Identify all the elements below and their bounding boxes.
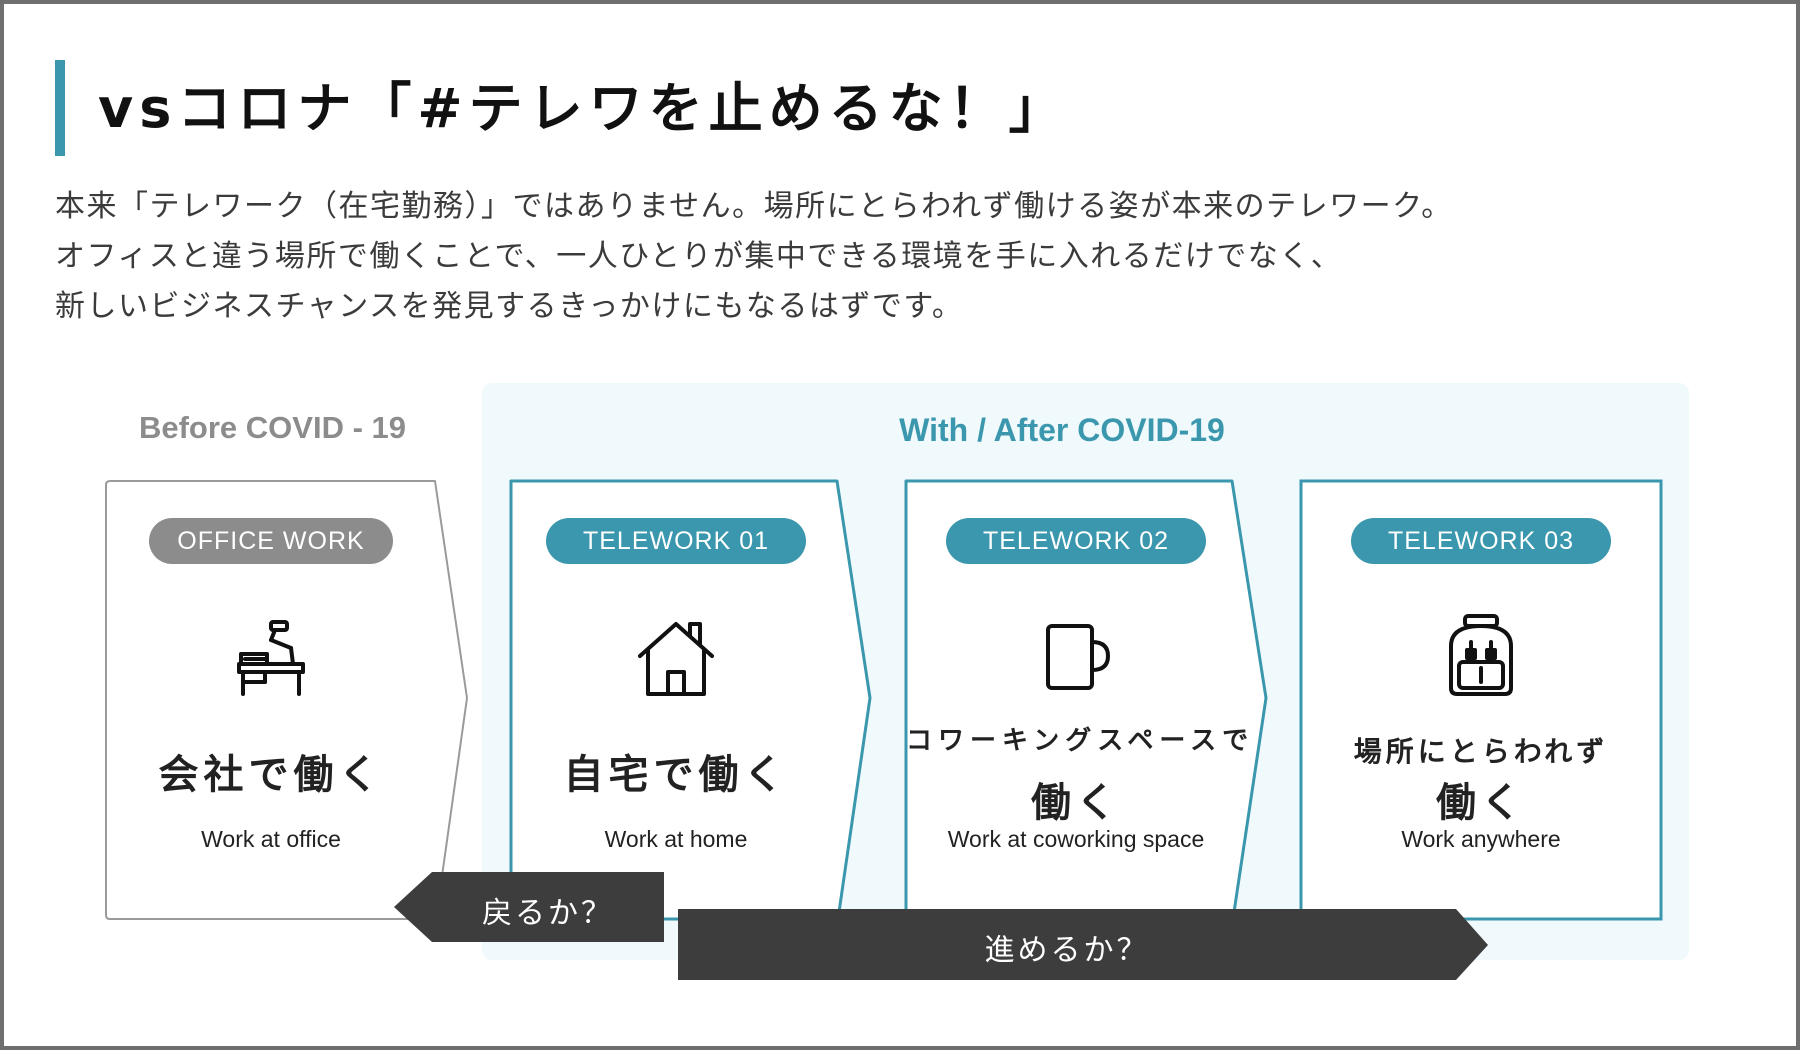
card-subtitle-en: Work at coworking space [947,826,1205,852]
intro-text: 本来「テレワーク（在宅勤務）」ではありません。場所にとらわれず働ける姿が本来のテ… [55,182,1735,332]
intro-line: 新しいビジネスチャンスを発見するきっかけにもなるはずです。 [55,289,964,324]
mug-icon [1036,618,1116,702]
card-title-jp-line1: コワーキングスペースで [906,726,1255,756]
card-telework-01: TELEWORK 01 自宅で働く Work at home [511,480,841,920]
house-icon [636,618,716,702]
forward-arrow-label: 進めるか？ [984,933,1150,968]
back-arrow-label: 戻るか？ [482,896,614,931]
telework-01-badge: TELEWORK 01 [546,518,806,564]
card-subtitle-en: Work at office [201,826,341,852]
card-title-jp-line2: 働く [1436,780,1526,826]
office-work-badge: OFFICE WORK [149,518,393,564]
card-title-jp-line2: 働く [1031,780,1121,826]
back-arrow-shape [394,872,664,942]
forward-arrow-shape [678,909,1488,980]
card-title-jp-line1: 場所にとらわれず [1353,735,1609,768]
card-subtitle-en: Work at home [604,826,748,852]
page-title: vsコロナ「#テレワを止めるな！」 [98,77,1069,140]
card-title-jp: 会社で働く [158,752,384,798]
intro-line: オフィスと違う場所で働くことで、一人ひとりが集中できる環境を手に入れるだけでなく… [55,239,1343,274]
desk-lamp-icon [231,618,311,702]
card-outline-telework-01 [509,479,872,921]
after-covid-label: With / After COVID-19 [899,412,1225,448]
card-telework-03: TELEWORK 03 場所にとらわれず 働く Work anywhere [1301,480,1661,920]
telework-02-badge: TELEWORK 02 [946,518,1206,564]
card-office-work: OFFICE WORK 会社で働く Work at office [106,480,436,920]
backpack-icon [1441,612,1521,702]
card-subtitle-en: Work anywhere [1401,826,1561,852]
before-covid-label: Before COVID - 19 [138,410,406,445]
intro-line: 本来「テレワーク（在宅勤務）」ではありません。場所にとらわれず働ける姿が本来のテ… [55,189,1453,224]
card-title-jp: 自宅で働く [563,752,789,798]
telework-03-badge: TELEWORK 03 [1351,518,1611,564]
title-accent-bar [55,60,65,156]
card-outline-office [105,480,468,920]
card-telework-02: TELEWORK 02 コワーキングスペースで 働く Work at cowor… [906,480,1255,920]
card-outline-telework-02 [904,479,1268,921]
